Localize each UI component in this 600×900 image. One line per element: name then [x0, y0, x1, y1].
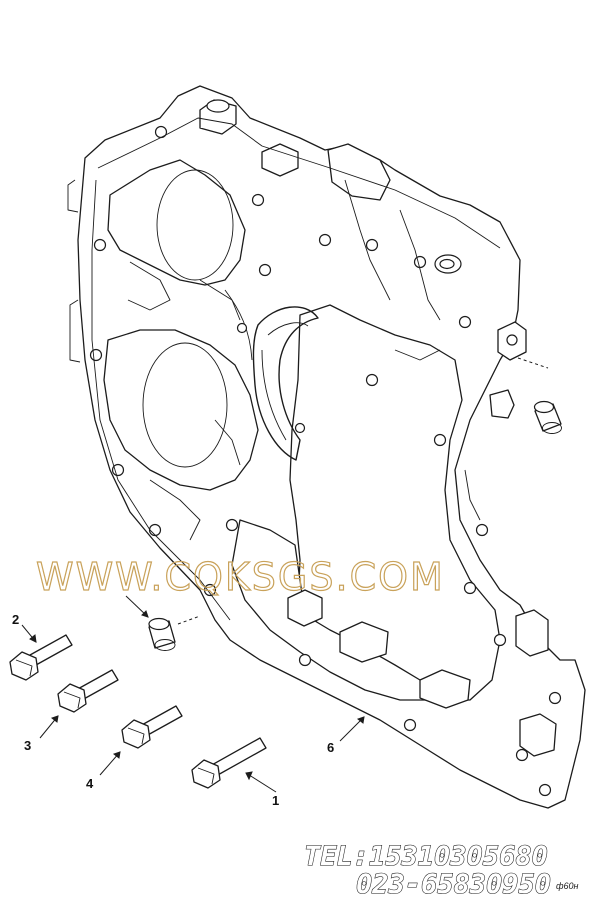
dowel-sleeve-left: [148, 617, 176, 651]
gear-housing: [67, 85, 586, 809]
bolt-part-3: [57, 669, 119, 713]
callout-label-2: 2: [12, 612, 19, 627]
watermark-text: WWW.CQKSGS.COM: [36, 555, 445, 599]
bolt-part-4: [121, 705, 183, 749]
dowel-sleeve-right: [533, 400, 562, 434]
callout-label-1: 1: [272, 793, 279, 808]
callout-label-3: 3: [24, 738, 31, 753]
callout-leaders: [21, 357, 549, 793]
contact-tel: TEL:15310305680: [304, 841, 548, 872]
callout-label-6: 6: [327, 740, 334, 755]
drawing-code: ф60н: [556, 881, 579, 891]
bolt-part-1: [191, 737, 267, 789]
callout-label-4: 4: [86, 776, 94, 791]
bolt-part-2: [9, 634, 73, 681]
contact-phone: 023-65830950: [356, 869, 551, 900]
